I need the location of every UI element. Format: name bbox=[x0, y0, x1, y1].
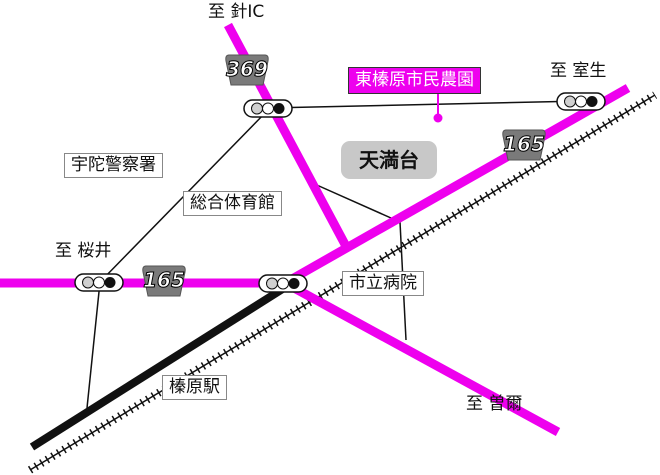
route-369-label: 369 bbox=[226, 57, 269, 82]
police-station-label: 宇陀警察署 bbox=[64, 153, 163, 178]
to-muro-label: 至 室生 bbox=[550, 61, 607, 81]
traffic-signal-icon bbox=[258, 274, 308, 293]
traffic-signal-icon bbox=[556, 92, 606, 111]
nouen-label: 東榛原市民農園 bbox=[348, 67, 481, 94]
route-165-east-label: 165 bbox=[503, 132, 546, 157]
route-shield-icon: 369 bbox=[223, 53, 271, 87]
to-harii-label: 至 針IC bbox=[208, 2, 265, 22]
route-165-west-label: 165 bbox=[143, 268, 186, 293]
to-sakurai-label: 至 桜井 bbox=[55, 241, 112, 261]
route-shield-icon: 165 bbox=[140, 264, 188, 298]
traffic-signal-icon bbox=[243, 99, 293, 118]
hospital-label: 市立病院 bbox=[342, 271, 424, 296]
route-shield-icon: 165 bbox=[500, 128, 548, 162]
station-road bbox=[29, 279, 295, 451]
station-label: 榛原駅 bbox=[162, 375, 227, 400]
main-routes bbox=[0, 22, 631, 436]
nouen-location-icon bbox=[433, 113, 443, 123]
gym-label: 総合体育館 bbox=[183, 191, 282, 216]
tenmandai-label: 天満台 bbox=[341, 141, 437, 179]
traffic-signal-icon bbox=[74, 273, 124, 292]
to-sone-label: 至 曽爾 bbox=[466, 394, 523, 414]
